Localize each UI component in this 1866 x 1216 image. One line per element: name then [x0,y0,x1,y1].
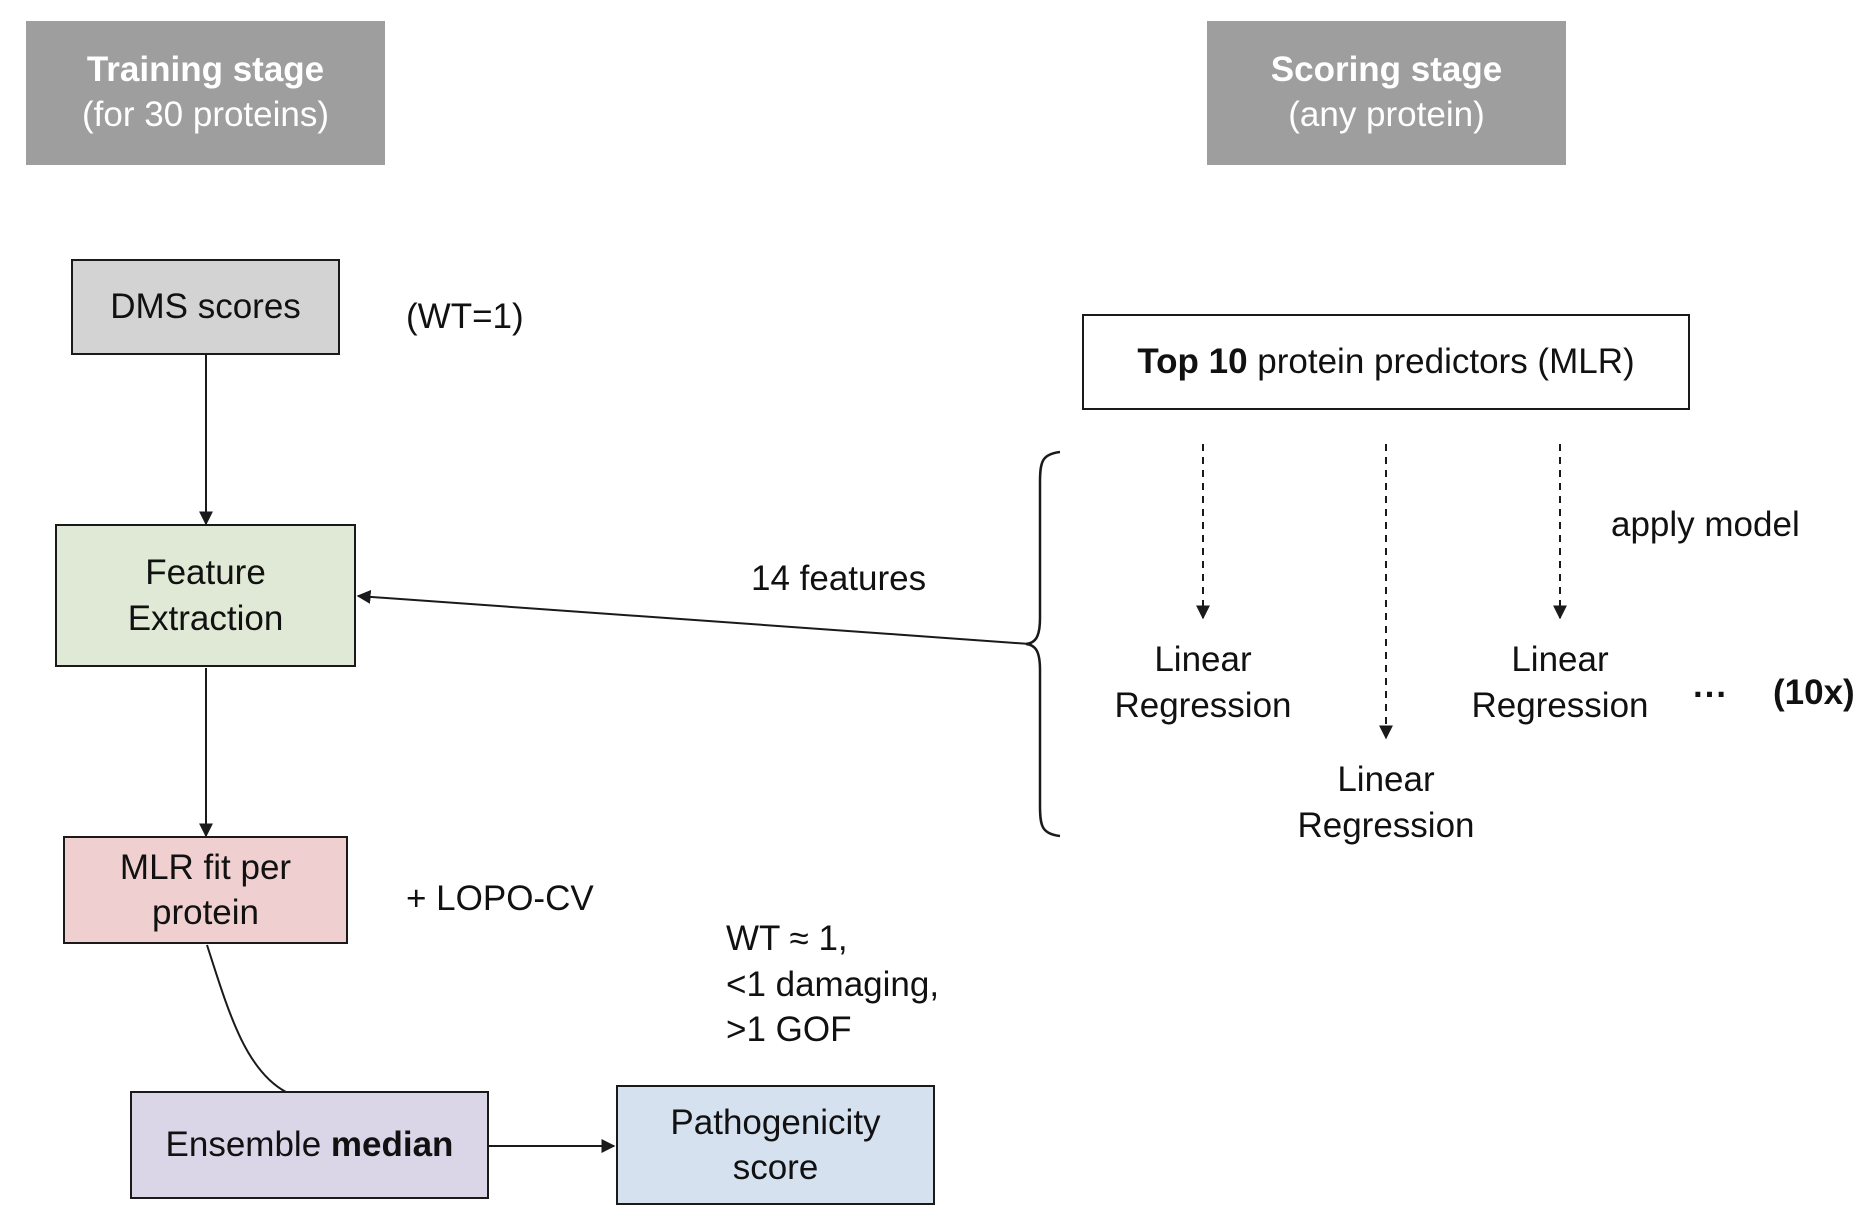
top10-label-bold: Top 10 [1137,342,1248,382]
lopo-cv-annotation: + LOPO-CV [406,879,594,918]
interpretation-annotation: WT ≈ 1, <1 damaging, >1 GOF [726,916,939,1053]
ensemble-label-bold: median [330,1125,454,1165]
dms-scores-box: DMS scores [71,259,340,355]
curve-mlr-to-ensemble [206,944,287,1093]
feature-extraction-line-1: Feature [145,553,266,592]
wt-annotation: (WT=1) [406,297,524,336]
mlr-fit-line-1: MLR fit per [119,847,292,887]
mlr-fit-box: MLR fit per protein [63,836,348,944]
ensemble-median-box: Ensemble median [130,1091,489,1199]
training-stage-title: Training stage [86,50,325,90]
arrow-brace-to-feature [356,589,1031,645]
training-stage-header: Training stage (for 30 proteins) [26,21,385,165]
linear-regression-3: Linear Regression [1471,640,1649,725]
features-annotation: 14 features [751,559,927,598]
pathogenicity-line-2: score [732,1148,819,1187]
top10-predictors-box: Top 10 protein predictors (MLR) [1082,314,1690,410]
scoring-stage-header: Scoring stage (any protein) [1207,21,1566,165]
pathogenicity-score-box: Pathogenicity score [616,1085,935,1205]
repeat-count: (10x) [1773,673,1855,712]
feature-extraction-line-2: Extraction [127,598,284,638]
top10-label-rest: protein predictors (MLR) [1247,342,1635,382]
ellipsis-mark: ··· [1693,675,1728,714]
interpretation-line-1: WT ≈ 1, [726,919,848,958]
linear-regression-1: Linear Regression [1114,640,1292,725]
interpretation-line-3: >1 GOF [726,1010,852,1049]
curly-brace [1025,450,1061,838]
pathogenicity-line-1: Pathogenicity [670,1102,881,1142]
interpretation-line-2: <1 damaging, [726,964,940,1004]
apply-model-annotation: apply model [1611,505,1800,544]
ensemble-label-prefix: Ensemble [165,1125,331,1165]
scoring-stage-subtitle: (any protein) [1288,95,1485,134]
dms-scores-label: DMS scores [110,287,301,327]
mlr-fit-line-2: protein [151,893,260,932]
training-stage-subtitle: (for 30 proteins) [81,95,330,134]
feature-extraction-box: Feature Extraction [55,524,356,667]
linear-regression-2: Linear Regression [1297,760,1475,845]
scoring-stage-title: Scoring stage [1270,50,1503,90]
